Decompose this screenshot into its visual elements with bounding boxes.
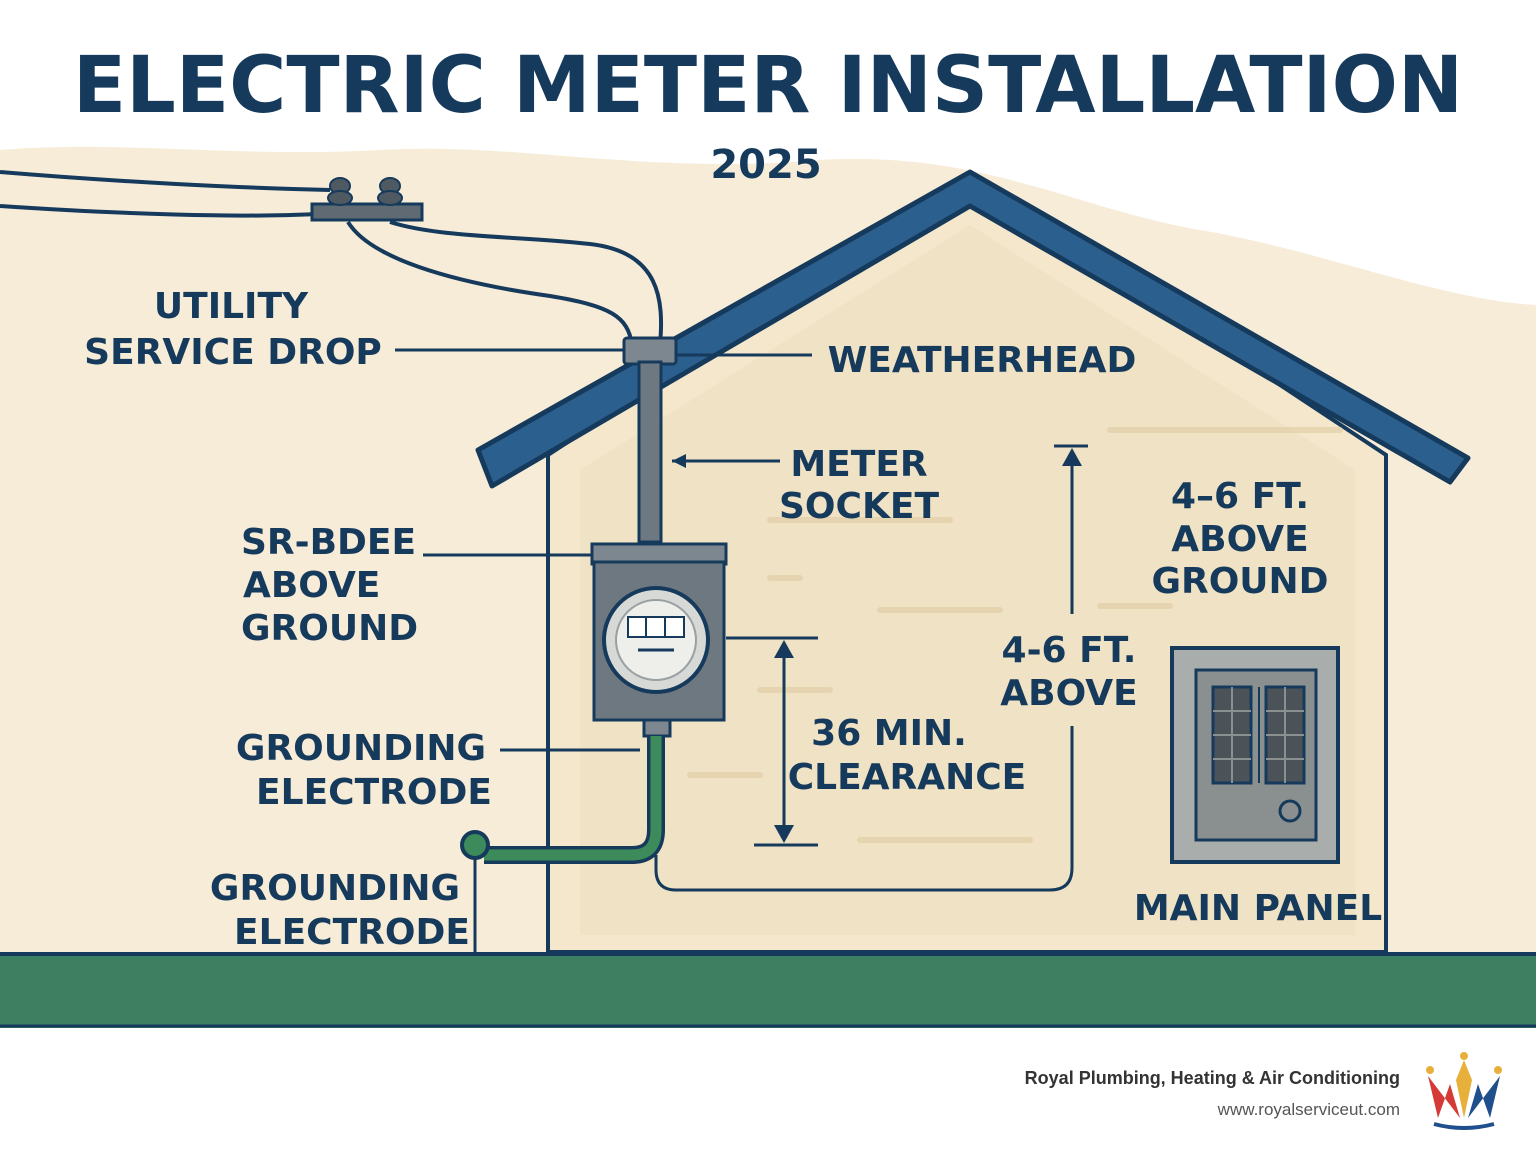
label-sr-bdee-3: GROUND xyxy=(241,608,418,649)
meter-display-icon xyxy=(627,616,685,638)
panel-latch-icon xyxy=(1278,799,1302,823)
grounding-wire xyxy=(484,736,662,861)
ground xyxy=(0,952,1536,1028)
crown-logo-icon xyxy=(1426,1052,1502,1130)
label-main-panel: MAIN PANEL xyxy=(1134,888,1382,929)
siding-lines xyxy=(687,427,1343,843)
label-height-above-2: ABOVE xyxy=(1000,673,1137,714)
house-wall-shade xyxy=(580,225,1355,935)
pole-crossarm xyxy=(310,202,424,222)
ground-clamp-icon xyxy=(460,830,490,860)
insulator-icons xyxy=(327,177,403,206)
label-grounding-electrode-2b: ELECTRODE xyxy=(234,912,470,953)
label-sr-bdee-2: ABOVE xyxy=(243,565,380,606)
height-arrow-up xyxy=(1062,448,1082,466)
label-utility-service-drop-1: UTILITY xyxy=(154,286,309,327)
meter-face xyxy=(615,599,697,681)
label-height-above-ground-2: ABOVE xyxy=(1171,519,1308,560)
breaker-grid xyxy=(1213,687,1304,783)
label-height-above-1: 4-6 FT. xyxy=(1002,630,1137,671)
page-title: ELECTRIC METER INSTALLATION xyxy=(73,41,1463,131)
label-grounding-electrode-1b: ELECTRODE xyxy=(256,772,492,813)
house-roof xyxy=(475,169,1471,489)
label-meter-socket-2: SOCKET xyxy=(779,486,939,527)
label-sr-bdee-1: SR-BDEE xyxy=(241,522,416,563)
footer-url[interactable]: www.royalserviceut.com xyxy=(1217,1100,1400,1119)
height-dimension xyxy=(1054,444,1088,614)
label-weatherhead: WEATHERHEAD xyxy=(828,340,1137,381)
weatherhead-cap xyxy=(622,336,678,366)
clearance-arrow-down xyxy=(774,825,794,843)
label-clearance-2: CLEARANCE xyxy=(788,757,1027,798)
service-drop-wires xyxy=(0,170,664,346)
label-clearance-1: 36 MIN. xyxy=(811,713,967,754)
meter-socket-arrow xyxy=(672,454,686,468)
service-mast xyxy=(637,360,663,544)
meter-conduit-fitting xyxy=(642,718,672,738)
label-height-above-ground-3: GROUND xyxy=(1151,561,1328,602)
label-height-above-ground-1: 4–6 FT. xyxy=(1171,476,1309,517)
feeder-line xyxy=(654,726,1074,892)
clearance-dimension xyxy=(754,636,818,847)
clearance-arrow-up xyxy=(774,640,794,658)
label-utility-service-drop-2: SERVICE DROP xyxy=(84,332,382,373)
label-meter-socket-1: METER xyxy=(790,444,927,485)
footer-company-name: Royal Plumbing, Heating & Air Conditioni… xyxy=(1024,1068,1400,1088)
label-grounding-electrode-2a: GROUNDING xyxy=(210,868,460,909)
label-grounding-electrode-1a: GROUNDING xyxy=(236,728,486,769)
page-subtitle: 2025 xyxy=(710,142,821,188)
